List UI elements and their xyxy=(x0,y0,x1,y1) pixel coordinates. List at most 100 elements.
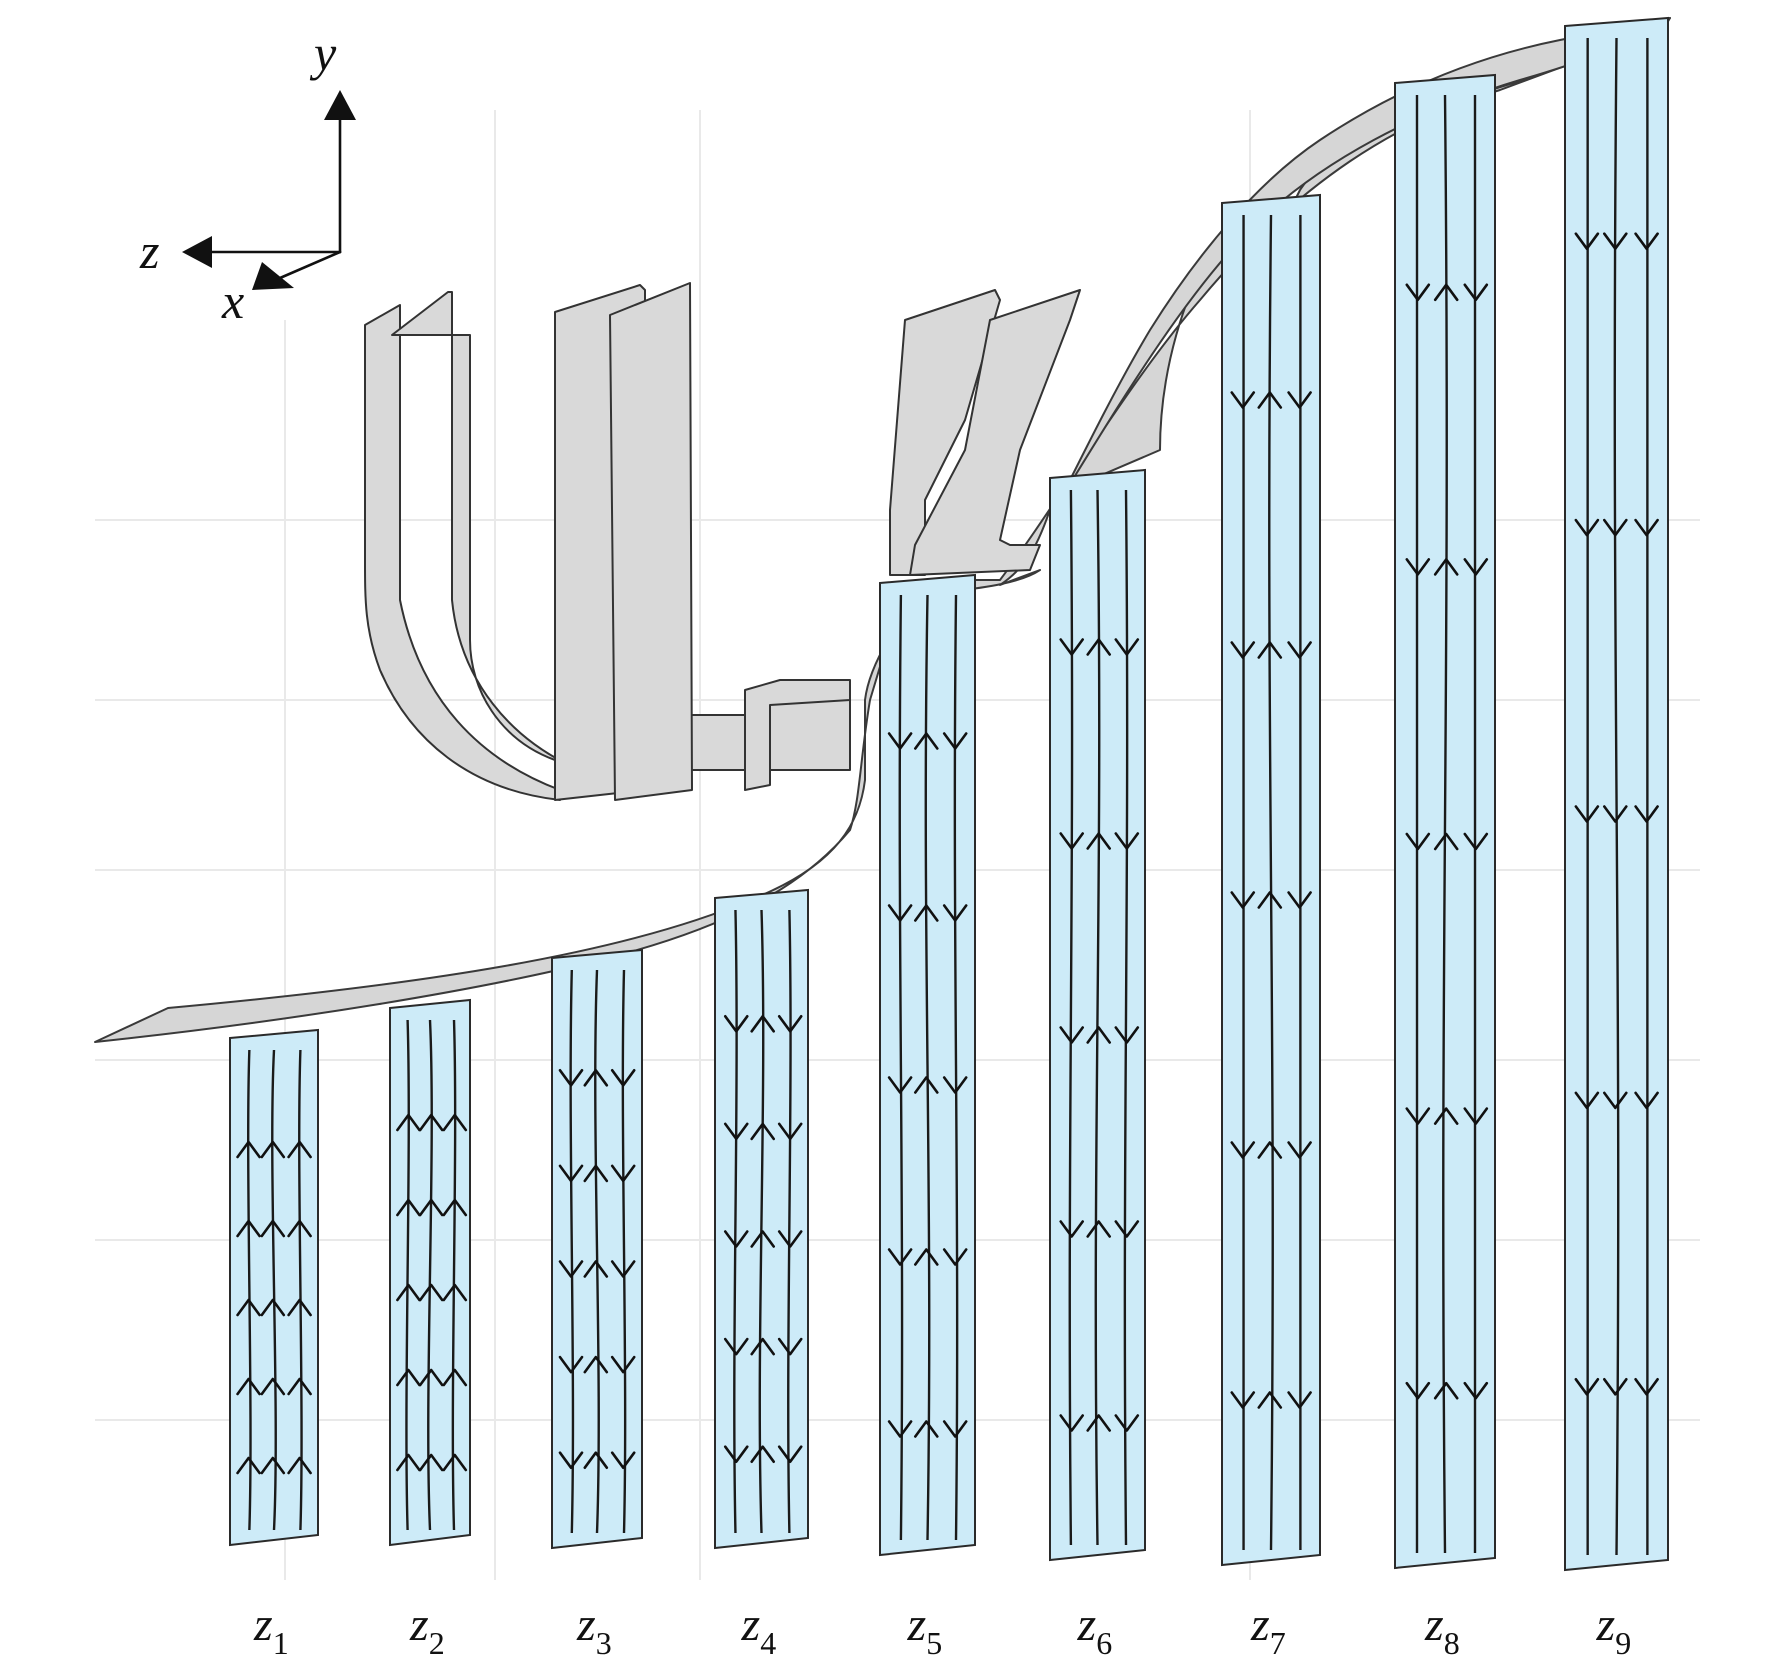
flow-arrow-up xyxy=(442,1283,468,1302)
flow-arrow-up xyxy=(442,1453,468,1472)
coordinate-axes: y z x xyxy=(139,25,356,329)
streamline xyxy=(594,969,600,1534)
flow-arrow-down xyxy=(610,1164,636,1183)
flow-arrow-down xyxy=(887,1420,913,1438)
flow-arrow-down xyxy=(1463,283,1489,302)
plane-label-subscript: 3 xyxy=(596,1625,612,1661)
flow-arrow-up xyxy=(583,1260,609,1278)
flow-arrow-up xyxy=(418,1283,444,1302)
flow-arrow-up xyxy=(287,1140,312,1159)
flow-arrow-down xyxy=(1230,641,1256,659)
plane-label-base: z xyxy=(1077,1598,1097,1651)
flow-arrow-up xyxy=(396,1283,421,1302)
plane-label-base: z xyxy=(907,1598,927,1651)
plane-label-base: z xyxy=(1424,1598,1444,1651)
flow-arrow-down xyxy=(1287,1391,1312,1409)
flow-arrow-up xyxy=(287,1219,312,1238)
flow-arrow-up xyxy=(287,1456,312,1475)
flow-arrow-up xyxy=(260,1219,286,1238)
flow-arrow-up xyxy=(418,1113,444,1132)
streamline xyxy=(621,969,627,1534)
flow-arrow-up xyxy=(914,1076,939,1094)
plane-5 xyxy=(879,573,976,1557)
flow-arrow-up xyxy=(1433,283,1459,302)
flow-arrow-down xyxy=(723,1445,749,1463)
streamline xyxy=(298,1049,303,1531)
plane-label-subscript: 7 xyxy=(1270,1625,1286,1661)
flow-arrow-down xyxy=(723,1015,749,1033)
plane-label: z2 xyxy=(409,1598,445,1661)
flow-arrow-down xyxy=(887,732,913,750)
flow-arrow-up xyxy=(1086,832,1111,850)
flow-arrow-down xyxy=(1405,283,1431,302)
flow-arrow-down xyxy=(887,1076,913,1094)
flow-arrow-up xyxy=(750,1230,775,1248)
flow-arrow-up xyxy=(914,904,939,922)
flow-arrow-down xyxy=(1114,832,1140,850)
plane-label-subscript: 6 xyxy=(1096,1625,1112,1661)
streamline xyxy=(451,1019,457,1531)
streamline xyxy=(1472,94,1478,1554)
flow-arrow-up xyxy=(1257,641,1283,659)
flow-arrow-down xyxy=(558,1069,584,1087)
flow-arrow-down xyxy=(1405,832,1431,851)
flow-arrow-down xyxy=(1114,638,1140,656)
streamline xyxy=(1414,94,1420,1554)
plane-label: z9 xyxy=(1596,1598,1632,1661)
streamline xyxy=(569,969,575,1534)
streamline xyxy=(1123,489,1129,1546)
z-axis-label: z xyxy=(139,223,159,279)
streamline xyxy=(1241,214,1246,1551)
flow-arrow-up xyxy=(442,1198,468,1217)
flow-arrow-down xyxy=(1405,558,1431,576)
flow-arrow-down xyxy=(1603,518,1628,537)
flow-arrow-down xyxy=(1405,1381,1431,1400)
flow-arrow-down xyxy=(1059,638,1084,656)
flow-arrow-down xyxy=(1463,1381,1489,1400)
vehicle-surface xyxy=(94,17,1671,1043)
flow-arrow-up xyxy=(1086,638,1111,656)
streamline xyxy=(953,594,959,1541)
flow-arrow-up xyxy=(583,1451,609,1469)
plane-2 xyxy=(389,998,471,1547)
step-block xyxy=(744,679,851,791)
flow-arrow-up xyxy=(1257,1141,1283,1159)
flow-arrow-up xyxy=(1433,558,1459,576)
flow-arrow-up xyxy=(418,1368,444,1387)
flow-arrow-down xyxy=(942,904,968,922)
plane-label: z3 xyxy=(576,1598,612,1661)
flow-arrow-down xyxy=(610,1260,636,1278)
flow-arrow-down xyxy=(723,1337,749,1356)
flow-arrow-down xyxy=(723,1230,749,1248)
flow-arrow-up xyxy=(914,1248,939,1266)
plane-label-subscript: 9 xyxy=(1615,1625,1631,1661)
flow-arrow-up xyxy=(583,1164,609,1183)
flow-arrow-up xyxy=(1086,1026,1111,1044)
flow-arrow-up xyxy=(418,1198,444,1217)
z-axis-arrowhead xyxy=(182,236,212,268)
flow-arrow-up xyxy=(260,1140,286,1159)
plane-label-base: z xyxy=(253,1598,273,1651)
flow-arrow-up xyxy=(236,1298,261,1317)
plane-label: z6 xyxy=(1077,1598,1113,1661)
x-axis-line xyxy=(278,250,342,280)
flow-arrow-up xyxy=(1257,1391,1283,1409)
flow-arrow-up xyxy=(260,1456,286,1475)
flow-arrow-down xyxy=(1059,1414,1084,1432)
plane-label-subscript: 5 xyxy=(926,1625,942,1661)
flow-arrow-up xyxy=(260,1377,286,1396)
flow-arrow-down xyxy=(1230,891,1256,909)
flow-arrow-down xyxy=(1574,1091,1600,1110)
y-axis-arrowhead xyxy=(324,90,356,120)
flow-arrow-down xyxy=(1574,518,1600,537)
flow-arrow-up xyxy=(396,1368,421,1387)
middle-fin-right xyxy=(609,282,693,801)
flow-arrow-down xyxy=(558,1164,584,1183)
streamline xyxy=(427,1019,433,1531)
flow-arrow-up xyxy=(236,1377,261,1396)
flow-arrow-down xyxy=(1230,391,1256,409)
flow-arrow-down xyxy=(777,1122,803,1141)
plane-label-base: z xyxy=(409,1598,429,1651)
streamline xyxy=(1645,37,1650,1556)
